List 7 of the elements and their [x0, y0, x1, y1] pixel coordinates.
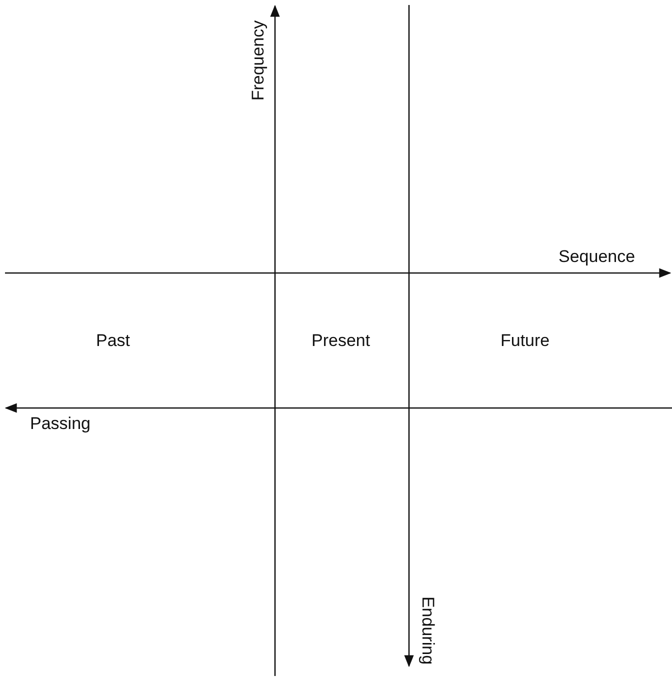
region-label: Present: [312, 332, 370, 348]
region-label: Future: [500, 332, 550, 348]
axis-label: Frequency: [250, 20, 267, 100]
axis-label: Passing: [30, 414, 90, 432]
axis-label: Enduring: [420, 596, 437, 664]
region-label: Past: [96, 332, 130, 348]
axis-label: Sequence: [558, 248, 636, 264]
